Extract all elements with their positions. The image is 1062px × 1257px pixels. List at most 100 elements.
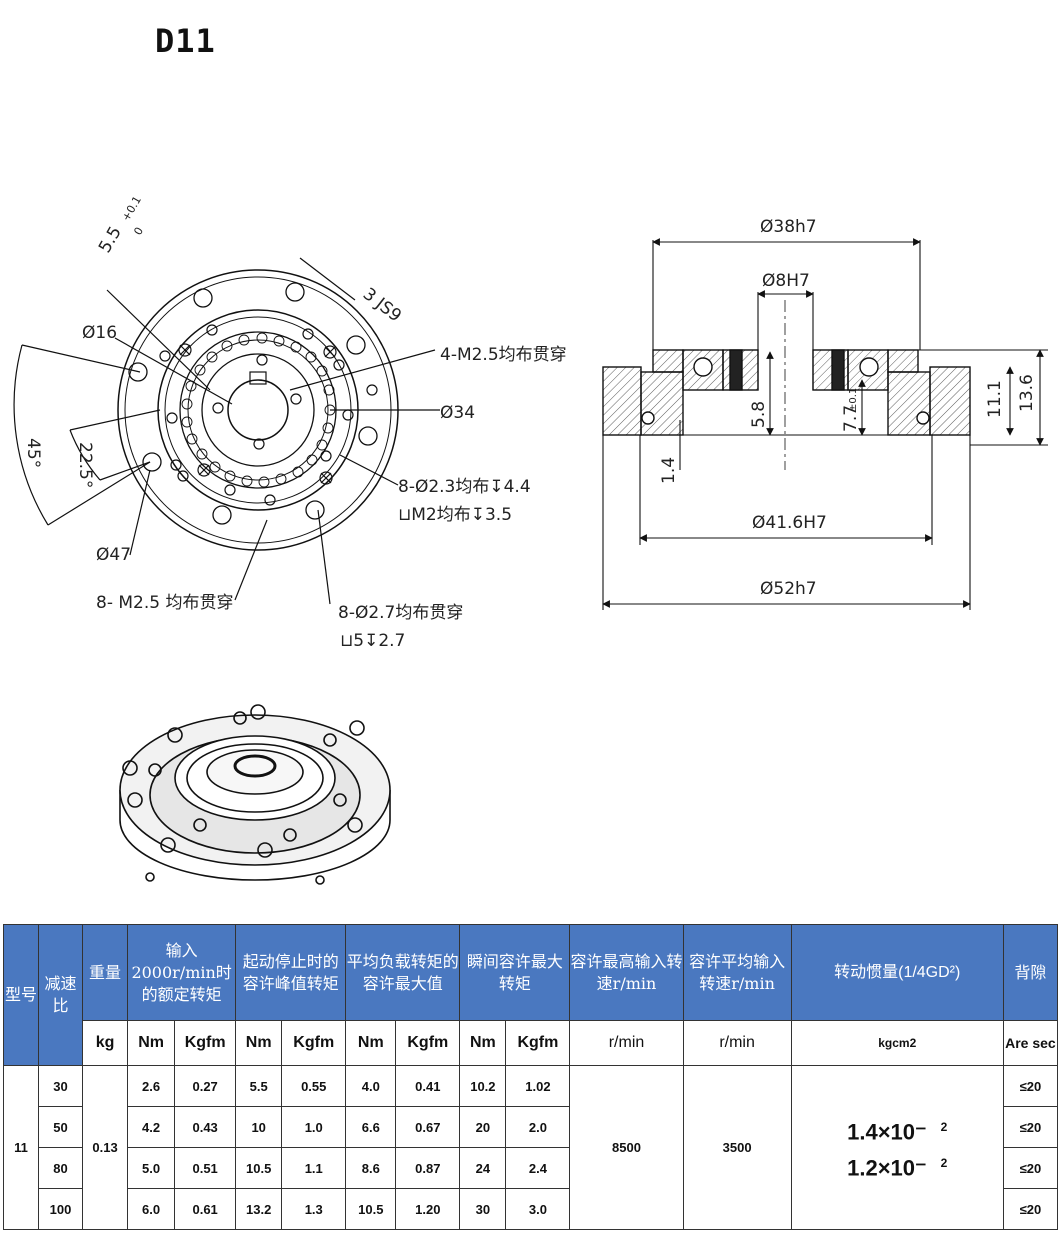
d23-label: 8-Ø2.3均布↧4.4: [398, 477, 531, 497]
ratio-cell: 50: [38, 1106, 84, 1148]
weight-cell: 0.13: [82, 1065, 129, 1230]
unit-kgcm2: kgcm2: [790, 1020, 1004, 1066]
rated-kgfm-cell: 0.51: [174, 1147, 237, 1189]
avg-kgfm-cell: 0.67: [395, 1106, 461, 1148]
header-backlash: 背隙: [1002, 924, 1059, 1021]
h77-label: 7.7: [841, 405, 861, 432]
slot-dim: 5.5: [95, 223, 126, 256]
model-cell: 11: [2, 1065, 40, 1230]
inertia-value-1: 1.4×10⁻2: [847, 1119, 948, 1145]
avg-kgfm-cell: 0.87: [395, 1147, 461, 1189]
peak-nm-cell: 5.5: [235, 1065, 283, 1107]
d23-sub-label: ⊔M2均布↧3.5: [398, 505, 512, 525]
table-row: 80 5.0 0.51 10.5 1.1 8.6 0.87 24 2.4 ≤20: [4, 1147, 1059, 1189]
table-row: 100 6.0 0.61 13.2 1.3 10.5 1.20 30 3.0 ≤…: [4, 1188, 1059, 1230]
cross-screws: [178, 343, 337, 485]
d416-label: Ø41.6H7: [752, 513, 827, 533]
d47-label: Ø47: [96, 545, 131, 565]
peak-kgfm-cell: 1.3: [281, 1188, 347, 1230]
inst-nm-cell: 30: [459, 1188, 507, 1230]
peak-nm-cell: 13.2: [235, 1188, 283, 1230]
flange-holes: [128, 282, 378, 525]
angle45-label: 45°: [23, 438, 43, 468]
header-weight: 重量: [82, 924, 129, 1021]
h136-label: 13.6: [1017, 374, 1037, 412]
max-speed-cell: 8500: [569, 1065, 684, 1230]
avg-nm-cell: 6.6: [345, 1106, 397, 1148]
inner-holes: [212, 354, 302, 450]
front-view-labels: 5.5 +0.1 0 3 JS9 Ø16 45° 22.5° Ø47 4-M2.…: [23, 194, 567, 651]
inst-kgfm-cell: 2.4: [505, 1147, 571, 1189]
header-peak: 起动停止时的容许峰值转矩: [235, 924, 347, 1021]
header-inertia: 转动惯量(1/4GD²): [790, 924, 1004, 1021]
m25-bottom-label: 8- M2.5 均布贯穿: [96, 593, 233, 613]
avg-kgfm-cell: 0.41: [395, 1065, 461, 1107]
ratio-cell: 100: [38, 1188, 84, 1230]
header-instant: 瞬间容许最大转矩: [459, 924, 571, 1021]
unit-arcsec: Are sec: [1002, 1020, 1059, 1066]
inst-nm-cell: 24: [459, 1147, 507, 1189]
avg-nm-cell: 8.6: [345, 1147, 397, 1189]
technical-drawing: 5.5 +0.1 0 3 JS9 Ø16 45° 22.5° Ø47 4-M2.…: [13, 194, 1048, 885]
page-title: D11: [155, 22, 216, 60]
unit-row: kg Nm Kgfm Nm Kgfm Nm Kgfm Nm Kgfm r/min…: [4, 1020, 1059, 1066]
mid-holes: [159, 324, 378, 506]
peak-nm-cell: 10.5: [235, 1147, 283, 1189]
ratio-cell: 30: [38, 1065, 84, 1107]
m25-top-label: 4-M2.5均布贯穿: [440, 345, 567, 365]
peak-kgfm-cell: 0.55: [281, 1065, 347, 1107]
backlash-cell: ≤20: [1002, 1106, 1059, 1148]
unit-kg: kg: [82, 1020, 129, 1066]
unit-nm: Nm: [459, 1020, 507, 1066]
avg-speed-cell: 3500: [682, 1065, 792, 1230]
unit-nm: Nm: [345, 1020, 397, 1066]
front-view: [13, 257, 440, 605]
header-ratio: 减速比: [38, 924, 84, 1066]
h77-tol-label: ±0.1: [848, 388, 859, 412]
inst-nm-cell: 10.2: [459, 1065, 507, 1107]
rated-nm-cell: 5.0: [127, 1147, 176, 1189]
d38-label: Ø38h7: [760, 217, 817, 237]
rated-kgfm-cell: 0.43: [174, 1106, 237, 1148]
peak-kgfm-cell: 1.0: [281, 1106, 347, 1148]
avg-nm-cell: 10.5: [345, 1188, 397, 1230]
header-avg: 平均负载转矩的容许最大值: [345, 924, 461, 1021]
h111-label: 11.1: [985, 380, 1005, 418]
table-row: 50 4.2 0.43 10 1.0 6.6 0.67 20 2.0 ≤20: [4, 1106, 1059, 1148]
rated-kgfm-cell: 0.61: [174, 1188, 237, 1230]
peak-kgfm-cell: 1.1: [281, 1147, 347, 1189]
unit-nm: Nm: [235, 1020, 283, 1066]
inst-kgfm-cell: 3.0: [505, 1188, 571, 1230]
section-view: [602, 300, 971, 470]
d52-label: Ø52h7: [760, 579, 817, 599]
h58-label: 5.8: [749, 401, 769, 428]
header-max-speed: 容许最高输入转速r/min: [569, 924, 684, 1021]
spec-table: 型号 减速比 重量 输入2000r/min时的额定转矩 起动停止时的容许峰值转矩…: [2, 924, 1059, 1230]
section-dimensions: [602, 238, 1048, 610]
table-row: 11 30 0.13 2.6 0.27 5.5 0.55 4.0 0.41 10…: [2, 1065, 1059, 1230]
bearing-balls: [181, 332, 336, 488]
d27-label: 8-Ø2.7均布贯穿: [338, 603, 463, 623]
header-row: 型号 减速比 重量 输入2000r/min时的额定转矩 起动停止时的容许峰值转矩…: [2, 924, 1059, 1066]
rated-kgfm-cell: 0.27: [174, 1065, 237, 1107]
backlash-cell: ≤20: [1002, 1065, 1059, 1107]
inst-kgfm-cell: 1.02: [505, 1065, 571, 1107]
h14-label: 1.4: [659, 457, 679, 484]
d8-label: Ø8H7: [762, 271, 810, 291]
d27-sub-label: ⊔5↧2.7: [340, 631, 405, 651]
avg-kgfm-cell: 1.20: [395, 1188, 461, 1230]
avg-nm-cell: 4.0: [345, 1065, 397, 1107]
ratio-cell: 80: [38, 1147, 84, 1189]
angle22-label: 22.5°: [75, 442, 95, 488]
slot-tol-plus: +0.1: [119, 194, 144, 224]
rated-nm-cell: 4.2: [127, 1106, 176, 1148]
peak-nm-cell: 10: [235, 1106, 283, 1148]
rated-nm-cell: 2.6: [127, 1065, 176, 1107]
unit-rmin: r/min: [569, 1020, 684, 1066]
inertia-value-2: 1.2×10⁻2: [847, 1154, 948, 1180]
backlash-cell: ≤20: [1002, 1188, 1059, 1230]
unit-kgfm: Kgfm: [281, 1020, 347, 1066]
section-labels: Ø38h7 Ø8H7 5.8 7.7 ±0.1 11.1 13.6 1.4 Ø4…: [659, 217, 1037, 599]
rated-nm-cell: 6.0: [127, 1188, 176, 1230]
unit-rmin: r/min: [682, 1020, 792, 1066]
